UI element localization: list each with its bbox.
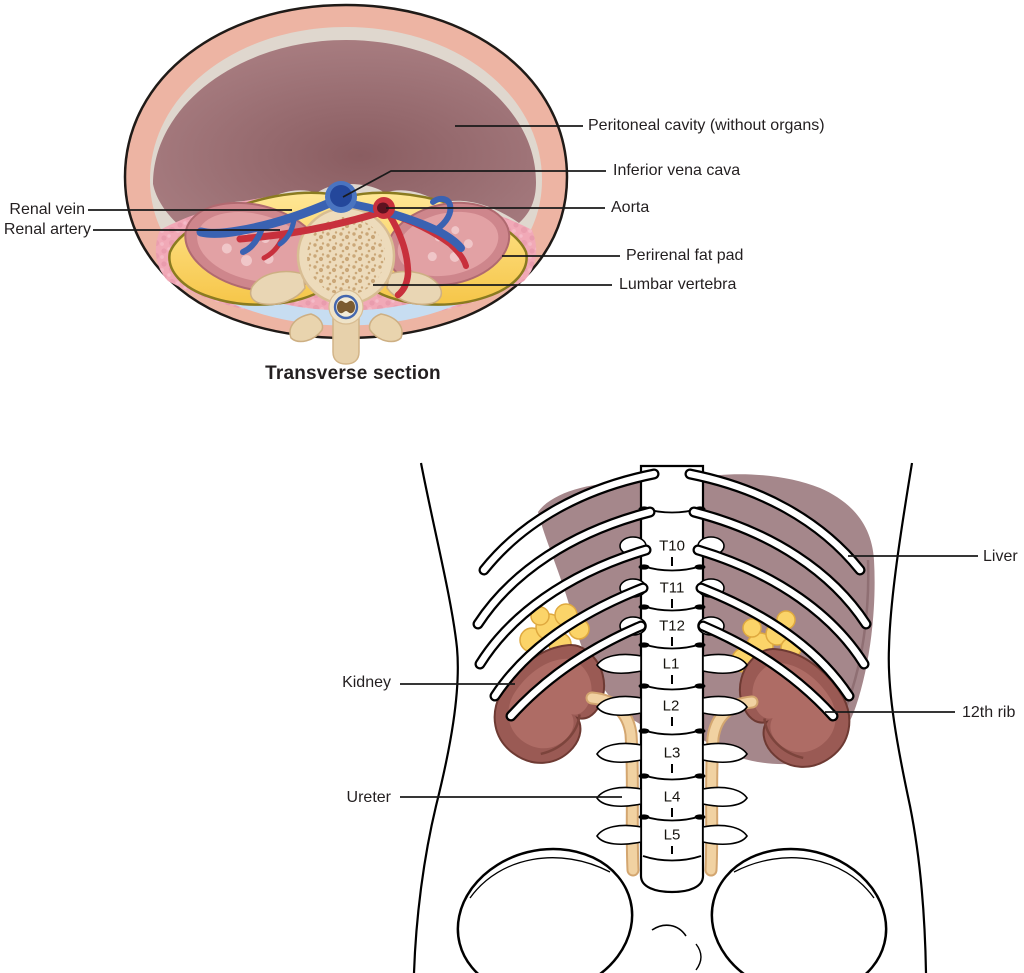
- sacrum-lines: [651, 924, 702, 971]
- label-vertebra-t10: T10: [659, 537, 685, 555]
- label-liver: Liver: [983, 548, 1018, 566]
- kidney-right-posterior-shape: [738, 648, 851, 768]
- iliac-crest-right-shape: [710, 847, 888, 973]
- label-vertebra-t11: T11: [659, 579, 685, 597]
- label-ureter: Ureter: [346, 789, 391, 807]
- label-inferior-vena-cava: Inferior vena cava: [613, 162, 741, 180]
- label-vertebra-l1: L1: [662, 655, 680, 673]
- posterior-view-figure: [400, 462, 978, 973]
- label-vertebra-l3: L3: [663, 744, 681, 762]
- renal-vessels: [196, 181, 469, 299]
- label-renal-artery: Renal artery: [3, 221, 91, 239]
- torso-outline: [412, 462, 928, 973]
- label-peritoneal-cavity: Peritoneal cavity (without organs): [588, 117, 825, 135]
- label-twelfth-rib: 12th rib: [962, 704, 1016, 722]
- label-vertebra-t12: T12: [659, 617, 685, 635]
- leader-lines-top: [88, 125, 620, 286]
- label-vertebra-l2: L2: [662, 697, 680, 715]
- renal-vein-left: [196, 197, 337, 238]
- caption-transverse-section: Transverse section: [265, 363, 441, 384]
- label-perirenal-fat-pad: Perirenal fat pad: [626, 247, 744, 265]
- label-renal-vein: Renal vein: [9, 201, 85, 219]
- leader-lines-bottom: [400, 555, 978, 798]
- iliac-crest-left-shape: [456, 847, 634, 973]
- label-aorta: Aorta: [611, 199, 650, 217]
- rib-cage: [472, 468, 872, 722]
- label-vertebra-l5: L5: [663, 826, 681, 844]
- label-kidney: Kidney: [342, 674, 391, 692]
- lumbar-vertebra-shape: [249, 206, 443, 365]
- label-lumbar-vertebra: Lumbar vertebra: [619, 276, 737, 294]
- label-vertebra-l4: L4: [663, 788, 681, 806]
- transverse-section-figure: [88, 3, 620, 365]
- spinal-cord-gray-matter: [337, 300, 355, 314]
- peritoneal-cavity-shape: [153, 40, 536, 227]
- kidney-left-posterior-shape: [493, 644, 606, 764]
